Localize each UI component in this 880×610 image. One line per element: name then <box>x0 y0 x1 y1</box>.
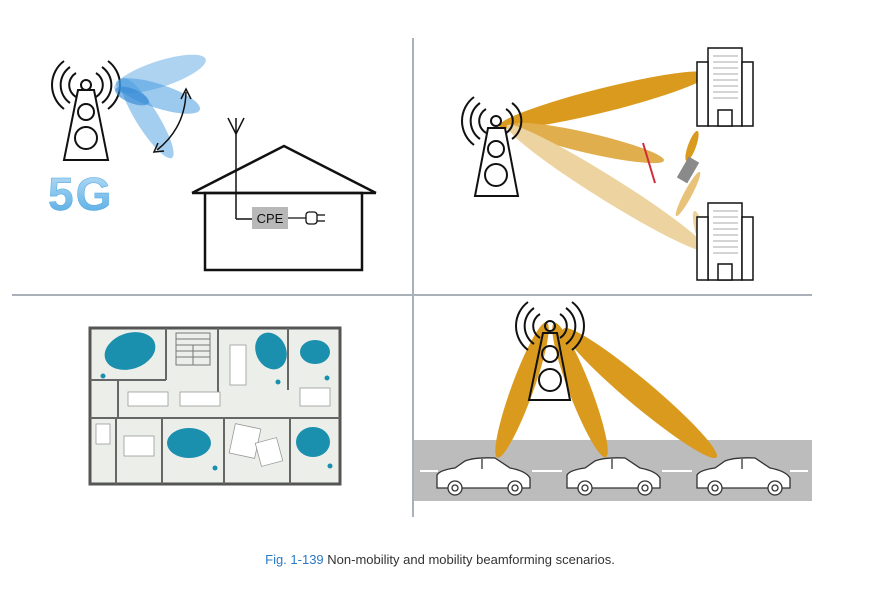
car-icon <box>566 457 661 496</box>
caption-text: Non-mobility and mobility beamforming sc… <box>327 552 615 567</box>
power-plug-icon <box>288 211 325 225</box>
furniture <box>95 344 331 467</box>
staircase-icon <box>175 332 211 366</box>
cpe-box <box>252 207 288 229</box>
figure-caption: Fig. 1-139 Non-mobility and mobility bea… <box>0 552 880 567</box>
beam-lobes <box>499 71 713 258</box>
obstacle-barrier <box>642 142 656 184</box>
cell-tower-icon <box>461 96 523 197</box>
panel-mobility <box>414 301 812 501</box>
beamforming-figure: 5G CPE <box>12 38 812 517</box>
cpe-label: CPE <box>257 211 284 226</box>
vehicle-beams <box>495 322 718 459</box>
house-icon <box>191 144 377 272</box>
floor-plan-walls <box>90 328 340 484</box>
car-icon <box>436 457 531 496</box>
panel-indoor <box>88 326 342 486</box>
antenna-icon <box>227 117 252 220</box>
coverage-zones <box>104 332 330 458</box>
cell-tower-icon <box>515 301 585 401</box>
reflecting-object-icon <box>676 156 700 184</box>
sweep-arrow-icon <box>152 87 192 153</box>
access-point-icons <box>100 373 333 471</box>
car-icon <box>696 457 791 496</box>
office-building-icon <box>696 47 754 127</box>
beam-sweep-lobes <box>114 54 206 159</box>
5g-logo: 5G <box>48 168 113 220</box>
panel-multipath <box>461 47 754 281</box>
panel-fixed-wireless: 5G CPE <box>48 54 377 272</box>
cell-tower-icon <box>51 60 121 161</box>
office-building-icon <box>696 202 754 281</box>
figure-number: Fig. 1-139 <box>265 552 324 567</box>
